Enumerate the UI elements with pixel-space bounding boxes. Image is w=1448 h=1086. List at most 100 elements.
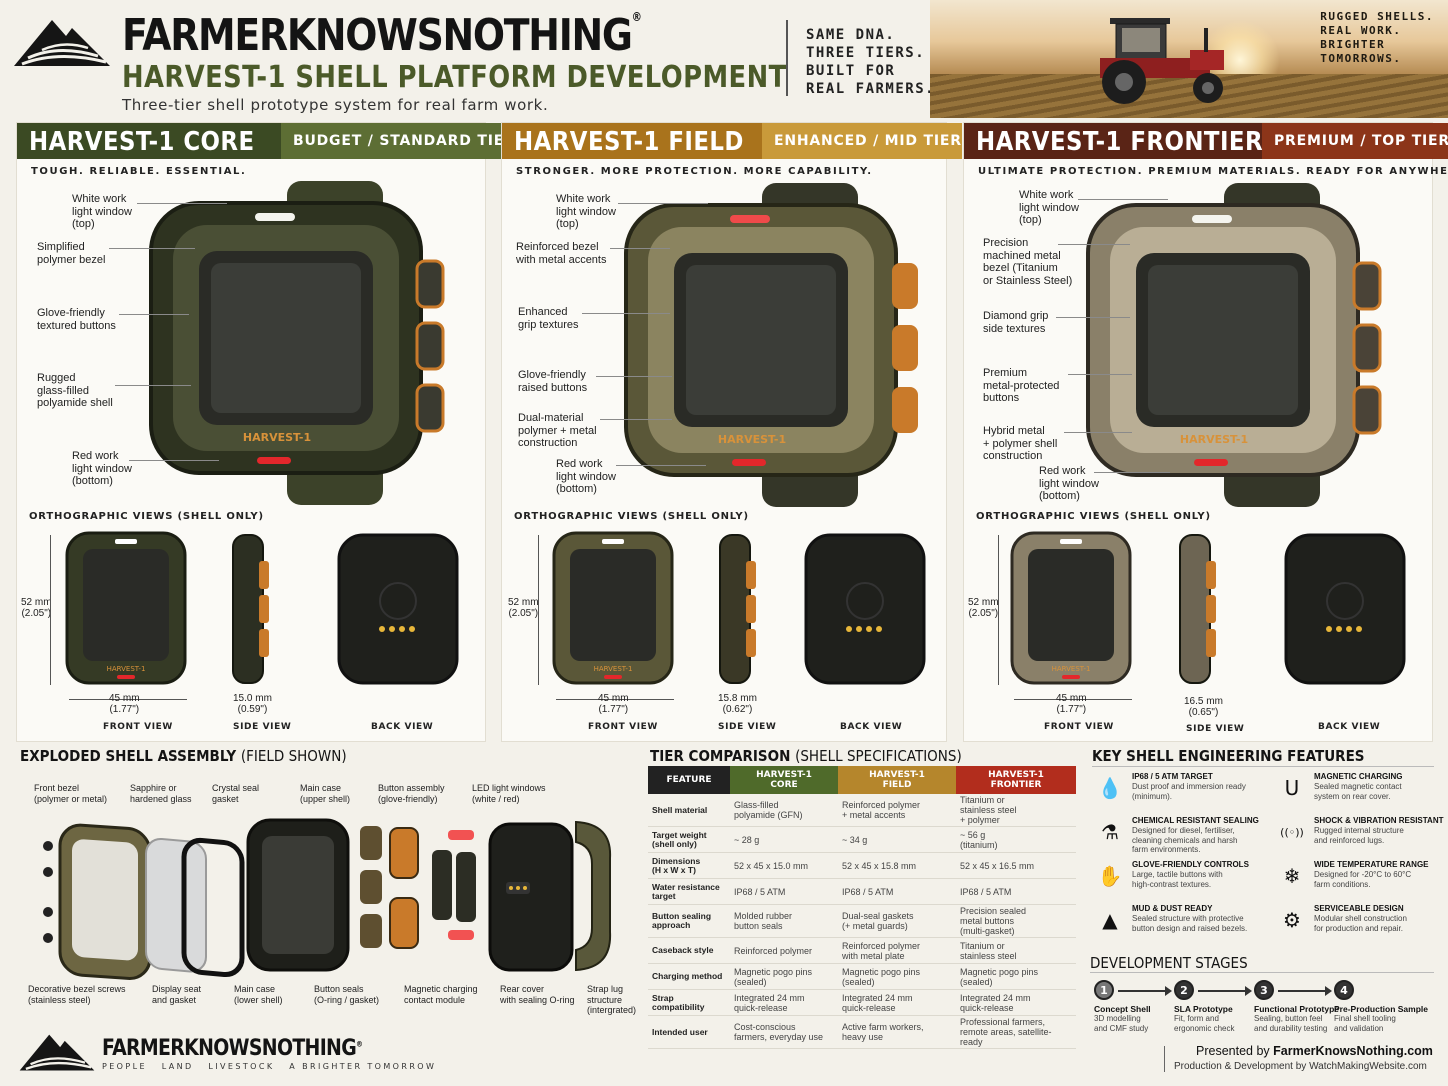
footer-logo-icon <box>19 1034 95 1071</box>
label-front-view: FRONT VIEW <box>588 722 658 732</box>
stage-title: SLA Prototype <box>1174 1004 1233 1014</box>
comparison-feature-cell: Charging method <box>648 963 730 990</box>
comparison-value-cell: IP68 / 5 ATM <box>730 878 838 905</box>
comparison-value-cell: Magnetic pogo pins(sealed) <box>730 963 838 990</box>
exploded-label-main-case-upper: Main case(upper shell) <box>300 783 351 804</box>
brand-logo-icon <box>14 20 110 66</box>
tier-panel-core: HARVEST-1 CORE BUDGET / STANDARD TIER TO… <box>16 122 516 742</box>
dim-depth: 16.5 mm(0.65") <box>1184 696 1223 718</box>
stage-arrow-icon <box>1278 986 1332 996</box>
flask-icon: ⚗ <box>1101 820 1119 844</box>
stage-number: 1 <box>1094 980 1114 1000</box>
comparison-value-cell: 52 x 45 x 15.8 mm <box>838 852 956 879</box>
svg-text:HARVEST-1: HARVEST-1 <box>594 665 633 673</box>
footer-site-link[interactable]: FarmerKnowsNothing.com <box>1273 1044 1433 1058</box>
feature-desc: Designed for diesel, fertiliser,cleaning… <box>1132 826 1238 854</box>
feature-title: WIDE TEMPERATURE RANGE <box>1314 860 1429 869</box>
dim-depth: 15.8 mm(0.62") <box>718 693 757 715</box>
stages-title: DEVELOPMENT STAGES <box>1090 954 1248 972</box>
exploded-label-main-case-lower: Main case(lower shell) <box>234 984 283 1005</box>
feature-title: IP68 / 5 ATM TARGET <box>1132 772 1213 781</box>
footer-brand: FARMERKNOWSNOTHING® <box>102 1036 363 1061</box>
comparison-value-cell: Magnetic pogo pins(sealed) <box>838 963 956 990</box>
exploded-diagram <box>43 818 612 980</box>
comparison-row: Target weight(shell only)~ 28 g~ 34 g~ 5… <box>648 826 1076 853</box>
tractor-icon <box>1100 18 1224 104</box>
comparison-value-cell: Active farm workers,heavy use <box>838 1015 956 1049</box>
label-back-view: BACK VIEW <box>371 722 434 732</box>
tier-header-core: HARVEST-1 CORE BUDGET / STANDARD TIER <box>17 123 516 159</box>
watch-render-field: HARVEST-1 <box>624 183 918 507</box>
exploded-label-screws: Decorative bezel screws(stainless steel) <box>28 984 126 1005</box>
comparison-feature-cell: Intended user <box>648 1015 730 1049</box>
comparison-value-cell: 52 x 45 x 15.0 mm <box>730 852 838 879</box>
comparison-feature-cell: Strap compatibility <box>648 989 730 1016</box>
watch-label-field: HARVEST-1 <box>718 433 786 446</box>
exploded-label-button-assembly: Button assembly(glove-friendly) <box>378 783 445 804</box>
label-back-view: BACK VIEW <box>840 722 903 732</box>
dim-height: 52 mm(2.05") <box>21 597 52 619</box>
label-side-view: SIDE VIEW <box>1186 724 1245 734</box>
dim-width: 45 mm(1.77") <box>598 693 629 715</box>
stage-title: Concept Shell <box>1094 1004 1151 1014</box>
brand-name: FARMERKNOWSNOTHING® <box>122 10 642 61</box>
comparison-title: TIER COMPARISON (SHELL SPECIFICATIONS) <box>650 747 962 765</box>
comparison-value-cell: ~ 28 g <box>730 826 838 853</box>
svg-text:HARVEST-1: HARVEST-1 <box>1052 665 1091 673</box>
label-front-view: FRONT VIEW <box>1044 722 1114 732</box>
comparison-feature-cell: Caseback style <box>648 937 730 964</box>
page-title: HARVEST-1 SHELL PLATFORM DEVELOPMENT <box>122 60 787 95</box>
tier-header-frontier: HARVEST-1 FRONTIER PREMIUM / TOP TIER <box>964 123 1448 159</box>
stage-title: Pre-Production Sample <box>1334 1004 1428 1014</box>
tier-level: PREMIUM / TOP TIER <box>1262 123 1448 159</box>
stage-arrow-icon <box>1118 986 1172 996</box>
feature-title: SHOCK & VIBRATION RESISTANT <box>1314 816 1444 825</box>
snowflake-icon: ❄ <box>1283 864 1301 888</box>
header-divider <box>786 20 788 96</box>
comparison-value-cell: IP68 / 5 ATM <box>838 878 956 905</box>
tier-tagline: TOUGH. RELIABLE. ESSENTIAL. <box>31 166 247 177</box>
dim-depth: 15.0 mm(0.59") <box>233 693 272 715</box>
ortho-title: ORTHOGRAPHIC VIEWS (SHELL ONLY) <box>976 511 1211 522</box>
tier-level: ENHANCED / MID TIER <box>762 123 962 159</box>
dim-height: 52 mm(2.05") <box>968 597 999 619</box>
comparison-value-cell: Reinforced polymer+ metal accents <box>838 794 956 827</box>
front-view-frontier: HARVEST-1 <box>1010 531 1132 685</box>
dim-width: 45 mm(1.77") <box>109 693 140 715</box>
footer-presented: Presented by FarmerKnowsNothing.com <box>1196 1044 1433 1058</box>
front-view-field: HARVEST-1 <box>552 531 674 685</box>
comparison-feature-cell: Target weight(shell only) <box>648 826 730 853</box>
